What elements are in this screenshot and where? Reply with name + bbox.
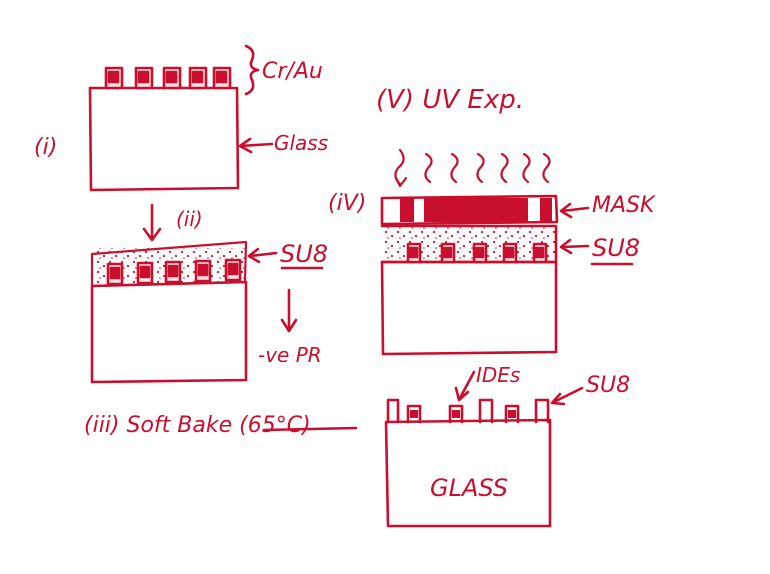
step4-label: (iV) [328, 191, 366, 216]
step1-label: (i) [34, 135, 57, 160]
step4-stack [382, 226, 556, 354]
step5-label: (V) UV Exp. [376, 85, 524, 115]
step1-glass-substrate [90, 88, 238, 190]
cr-au-brace [246, 46, 258, 94]
su8-left-label: SU8 [280, 240, 328, 268]
glass-inside-label: GLASS [430, 474, 508, 502]
glass-arrow [240, 144, 272, 146]
uv-rays [395, 150, 549, 186]
final-structure [386, 400, 550, 526]
mask-label: MASK [592, 193, 656, 218]
ides-label: IDEs [476, 363, 520, 387]
negative-pr-label: -ve PR [258, 343, 322, 367]
photomask [382, 196, 557, 224]
cr-au-label: Cr/Au [262, 59, 323, 84]
step2-stack [92, 242, 246, 382]
su8-bottom-label: SU8 [586, 373, 630, 398]
su8-right-label: SU8 [592, 234, 640, 262]
step1-electrodes [106, 68, 230, 88]
glass-label: Glass [274, 131, 328, 155]
step3-label: (iii) Soft Bake (65°C) [84, 413, 311, 438]
step2-label: (ii) [176, 207, 203, 231]
su8-right-arrow [562, 246, 588, 247]
